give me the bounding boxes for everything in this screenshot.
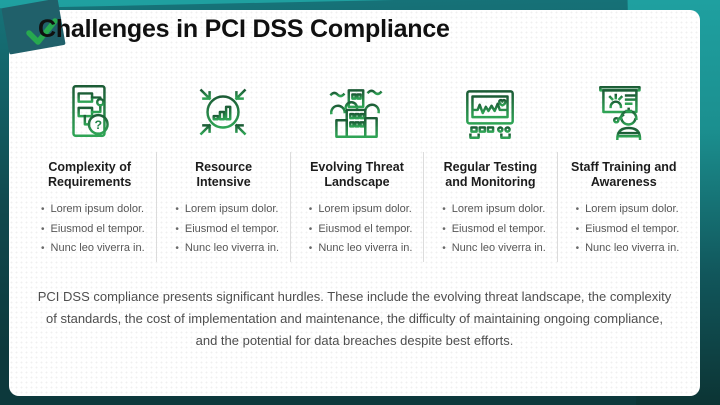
column-evolving-threat-landscape: Evolving Threat Landscape Lorem ipsum do… bbox=[289, 72, 423, 262]
list-item: Eiusmod el tempor. bbox=[175, 220, 281, 240]
clipboard-flowchart-question-icon: ? bbox=[23, 72, 156, 152]
list-item: Nunc leo viverra in. bbox=[41, 239, 148, 259]
list-item: Nunc leo viverra in. bbox=[576, 239, 682, 259]
list-item: Eiusmod el tempor. bbox=[309, 220, 415, 240]
trainer-presentation-board-icon bbox=[557, 72, 690, 152]
column-complexity-of-requirements: ? Complexity of Requirements Lorem ipsum… bbox=[23, 72, 156, 262]
column-title: Regular Testing and Monitoring bbox=[443, 160, 538, 189]
bullet-list: Lorem ipsum dolor. Eiusmod el tempor. Nu… bbox=[432, 200, 548, 259]
column-staff-training-awareness: Staff Training and Awareness Lorem ipsum… bbox=[556, 72, 690, 262]
list-item: Lorem ipsum dolor. bbox=[442, 200, 548, 220]
list-item: Nunc leo viverra in. bbox=[442, 239, 548, 259]
bullet-list: Lorem ipsum dolor. Eiusmod el tempor. Nu… bbox=[299, 200, 415, 259]
column-title: Complexity of Requirements bbox=[48, 160, 132, 189]
list-item: Lorem ipsum dolor. bbox=[576, 200, 682, 220]
inward-arrows-bar-chart-icon bbox=[156, 72, 289, 152]
list-item: Eiusmod el tempor. bbox=[442, 220, 548, 240]
heartbeat-monitor-icon bbox=[423, 72, 556, 152]
list-item: Nunc leo viverra in. bbox=[175, 239, 281, 259]
checkmark-icon bbox=[26, 18, 58, 45]
page-title: Challenges in PCI DSS Compliance bbox=[38, 15, 450, 43]
bullet-list: Lorem ipsum dolor. Eiusmod el tempor. Nu… bbox=[566, 200, 682, 259]
summary-paragraph: PCI DSS compliance presents significant … bbox=[37, 289, 672, 348]
list-item: Lorem ipsum dolor. bbox=[309, 200, 415, 220]
list-item: Eiusmod el tempor. bbox=[41, 220, 148, 240]
column-title: Evolving Threat Landscape bbox=[310, 160, 404, 189]
list-item: Eiusmod el tempor. bbox=[576, 220, 682, 240]
city-buildings-clouds-icon bbox=[290, 72, 423, 152]
bullet-list: Lorem ipsum dolor. Eiusmod el tempor. Nu… bbox=[31, 200, 148, 259]
list-item: Lorem ipsum dolor. bbox=[41, 200, 148, 220]
column-resource-intensive: Resource Intensive Lorem ipsum dolor. Ei… bbox=[156, 72, 289, 262]
slide-content-card: Challenges in PCI DSS Compliance bbox=[1, 0, 700, 396]
question-mark-glyph: ? bbox=[94, 118, 102, 132]
column-title: Resource Intensive bbox=[195, 160, 253, 189]
challenge-columns: ? Complexity of Requirements Lorem ipsum… bbox=[23, 72, 690, 262]
bullet-list: Lorem ipsum dolor. Eiusmod el tempor. Nu… bbox=[165, 200, 281, 259]
column-title: Staff Training and Awareness bbox=[571, 160, 677, 189]
list-item: Nunc leo viverra in. bbox=[309, 239, 415, 259]
column-regular-testing-monitoring: Regular Testing and Monitoring Lorem ips… bbox=[423, 72, 556, 262]
list-item: Lorem ipsum dolor. bbox=[175, 200, 281, 220]
